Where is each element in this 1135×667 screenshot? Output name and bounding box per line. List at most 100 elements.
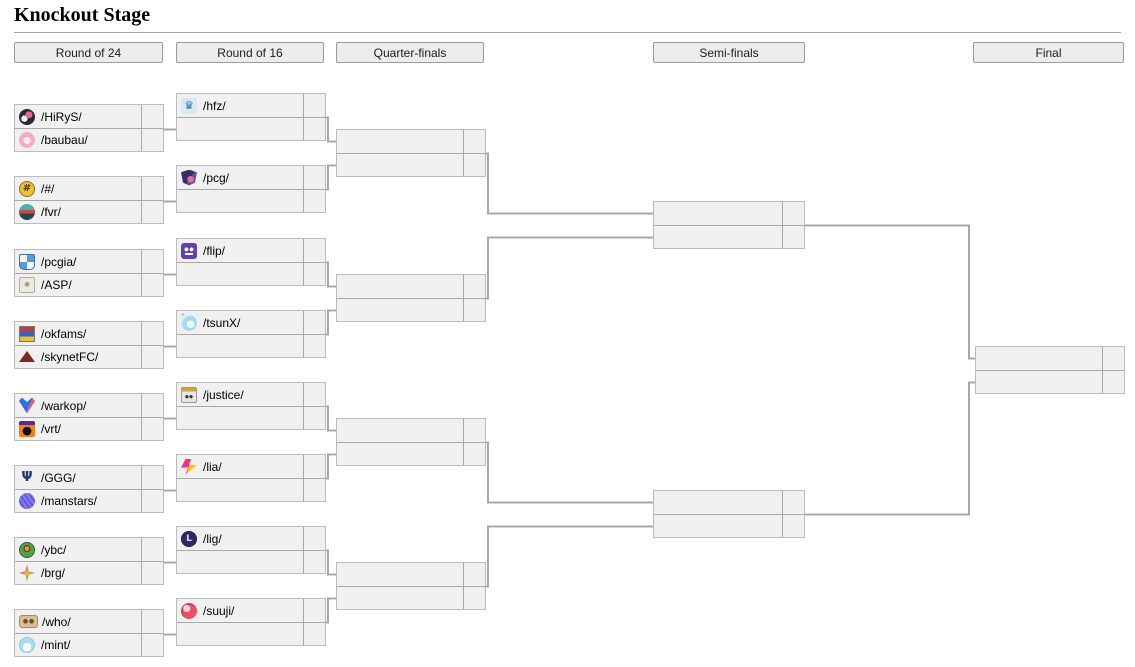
round-header-round-of-16[interactable]: Round of 16 — [176, 42, 324, 63]
score-cell — [141, 201, 163, 223]
round-of-16-match-6: /lia/ — [176, 454, 326, 502]
warkop-crest-icon — [19, 397, 35, 414]
empty-team-slot — [337, 442, 485, 465]
round-header-round-of-24[interactable]: Round of 24 — [14, 42, 163, 63]
score-cell — [141, 418, 163, 440]
empty-team-slot — [654, 202, 804, 225]
round-of-24-match-4: /okfams//skynetFC/ — [14, 321, 164, 369]
score-cell — [463, 275, 485, 298]
flip-crest-icon — [181, 242, 197, 259]
round-of-16-match-4: /tsunX/ — [176, 310, 326, 358]
score-cell — [303, 599, 325, 622]
score-cell — [141, 250, 163, 273]
tsunx-crest-icon — [180, 311, 197, 331]
empty-team-slot — [337, 586, 485, 609]
quarter-finals-match-4 — [336, 562, 486, 610]
score-cell — [463, 563, 485, 586]
team-slot: /who/ — [15, 610, 163, 633]
score-cell — [141, 274, 163, 296]
team-slot: /lig/ — [177, 527, 325, 550]
score-cell — [463, 419, 485, 442]
team-name: /pcg/ — [203, 170, 230, 185]
empty-team-slot — [976, 347, 1124, 370]
asp-crest-icon — [19, 277, 35, 293]
brg-crest-icon — [19, 565, 35, 581]
empty-team-slot — [177, 334, 325, 357]
empty-team-slot — [177, 262, 325, 285]
team-name: /mint/ — [41, 638, 71, 652]
score-cell — [141, 490, 163, 512]
score-cell — [303, 623, 325, 645]
score-cell — [303, 383, 325, 406]
round-of-16-match-2: /pcg/ — [176, 165, 326, 213]
team-name: /vrt/ — [41, 422, 61, 436]
team-slot: /fvr/ — [15, 200, 163, 223]
justice-crest-icon — [181, 386, 197, 403]
team-name: /GGG/ — [41, 470, 76, 485]
score-cell — [303, 335, 325, 357]
team-name: /justice/ — [203, 387, 244, 402]
team-slot: /brg/ — [15, 561, 163, 584]
semi-finals-match-2 — [653, 490, 805, 538]
team-name: /fvr/ — [41, 205, 61, 219]
round-of-24-match-2: /#/ /fvr/ — [14, 176, 164, 224]
team-name: /tsunX/ — [203, 315, 241, 330]
round-header-quarter-finals[interactable]: Quarter-finals — [336, 42, 484, 63]
team-slot: /pcgia/ — [15, 250, 163, 273]
lig-crest-icon — [181, 530, 197, 547]
score-cell — [463, 130, 485, 153]
final-match-1 — [975, 346, 1125, 394]
score-cell — [141, 562, 163, 584]
team-name: /okfams/ — [41, 326, 87, 341]
quarter-finals-match-1 — [336, 129, 486, 177]
round-of-24-match-1: /HiRyS//baubau/ — [14, 104, 164, 152]
team-slot: /ASP/ — [15, 273, 163, 296]
score-cell — [303, 311, 325, 334]
empty-team-slot — [337, 419, 485, 442]
hfz-crest-icon — [181, 97, 197, 114]
round-of-24-match-6: /GGG//manstars/ — [14, 465, 164, 513]
score-cell — [303, 407, 325, 429]
round-header-semi-finals[interactable]: Semi-finals — [653, 42, 805, 63]
team-slot: /ybc/ — [15, 538, 163, 561]
team-name: /ASP/ — [41, 278, 72, 292]
score-cell — [303, 551, 325, 573]
team-name: /suuji/ — [203, 603, 235, 618]
empty-team-slot — [976, 370, 1124, 393]
score-cell — [782, 202, 804, 225]
round-of-16-match-8: /suuji/ — [176, 598, 326, 646]
hirys-crest-icon — [19, 108, 35, 125]
ggg-crest-icon — [19, 470, 35, 486]
score-cell — [141, 394, 163, 417]
team-name: /ybc/ — [41, 542, 67, 557]
team-name: /lig/ — [203, 531, 222, 546]
score-cell — [303, 190, 325, 212]
score-cell — [303, 263, 325, 285]
semi-finals-match-1 — [653, 201, 805, 249]
team-name: /hfz/ — [203, 98, 226, 113]
team-slot: /#/ — [15, 177, 163, 200]
score-cell — [463, 587, 485, 609]
team-name: /baubau/ — [41, 133, 88, 147]
empty-team-slot — [177, 622, 325, 645]
empty-team-slot — [337, 130, 485, 153]
score-cell — [303, 527, 325, 550]
pcg-crest-icon — [181, 169, 197, 186]
team-name: /who/ — [42, 614, 71, 629]
team-name: /brg/ — [41, 566, 66, 580]
team-name: /pcgia/ — [41, 254, 77, 269]
team-name: /#/ — [41, 181, 55, 196]
team-slot: /pcg/ — [177, 166, 325, 189]
empty-team-slot — [177, 117, 325, 140]
round-header-final[interactable]: Final — [973, 42, 1124, 63]
score-cell — [782, 491, 804, 514]
score-cell — [1102, 347, 1124, 370]
round-of-16-match-1: /hfz/ — [176, 93, 326, 141]
skynetfc-crest-icon — [19, 351, 35, 362]
empty-team-slot — [654, 491, 804, 514]
score-cell — [141, 466, 163, 489]
team-slot: /tsunX/ — [177, 311, 325, 334]
team-slot: /warkop/ — [15, 394, 163, 417]
score-cell — [303, 455, 325, 478]
